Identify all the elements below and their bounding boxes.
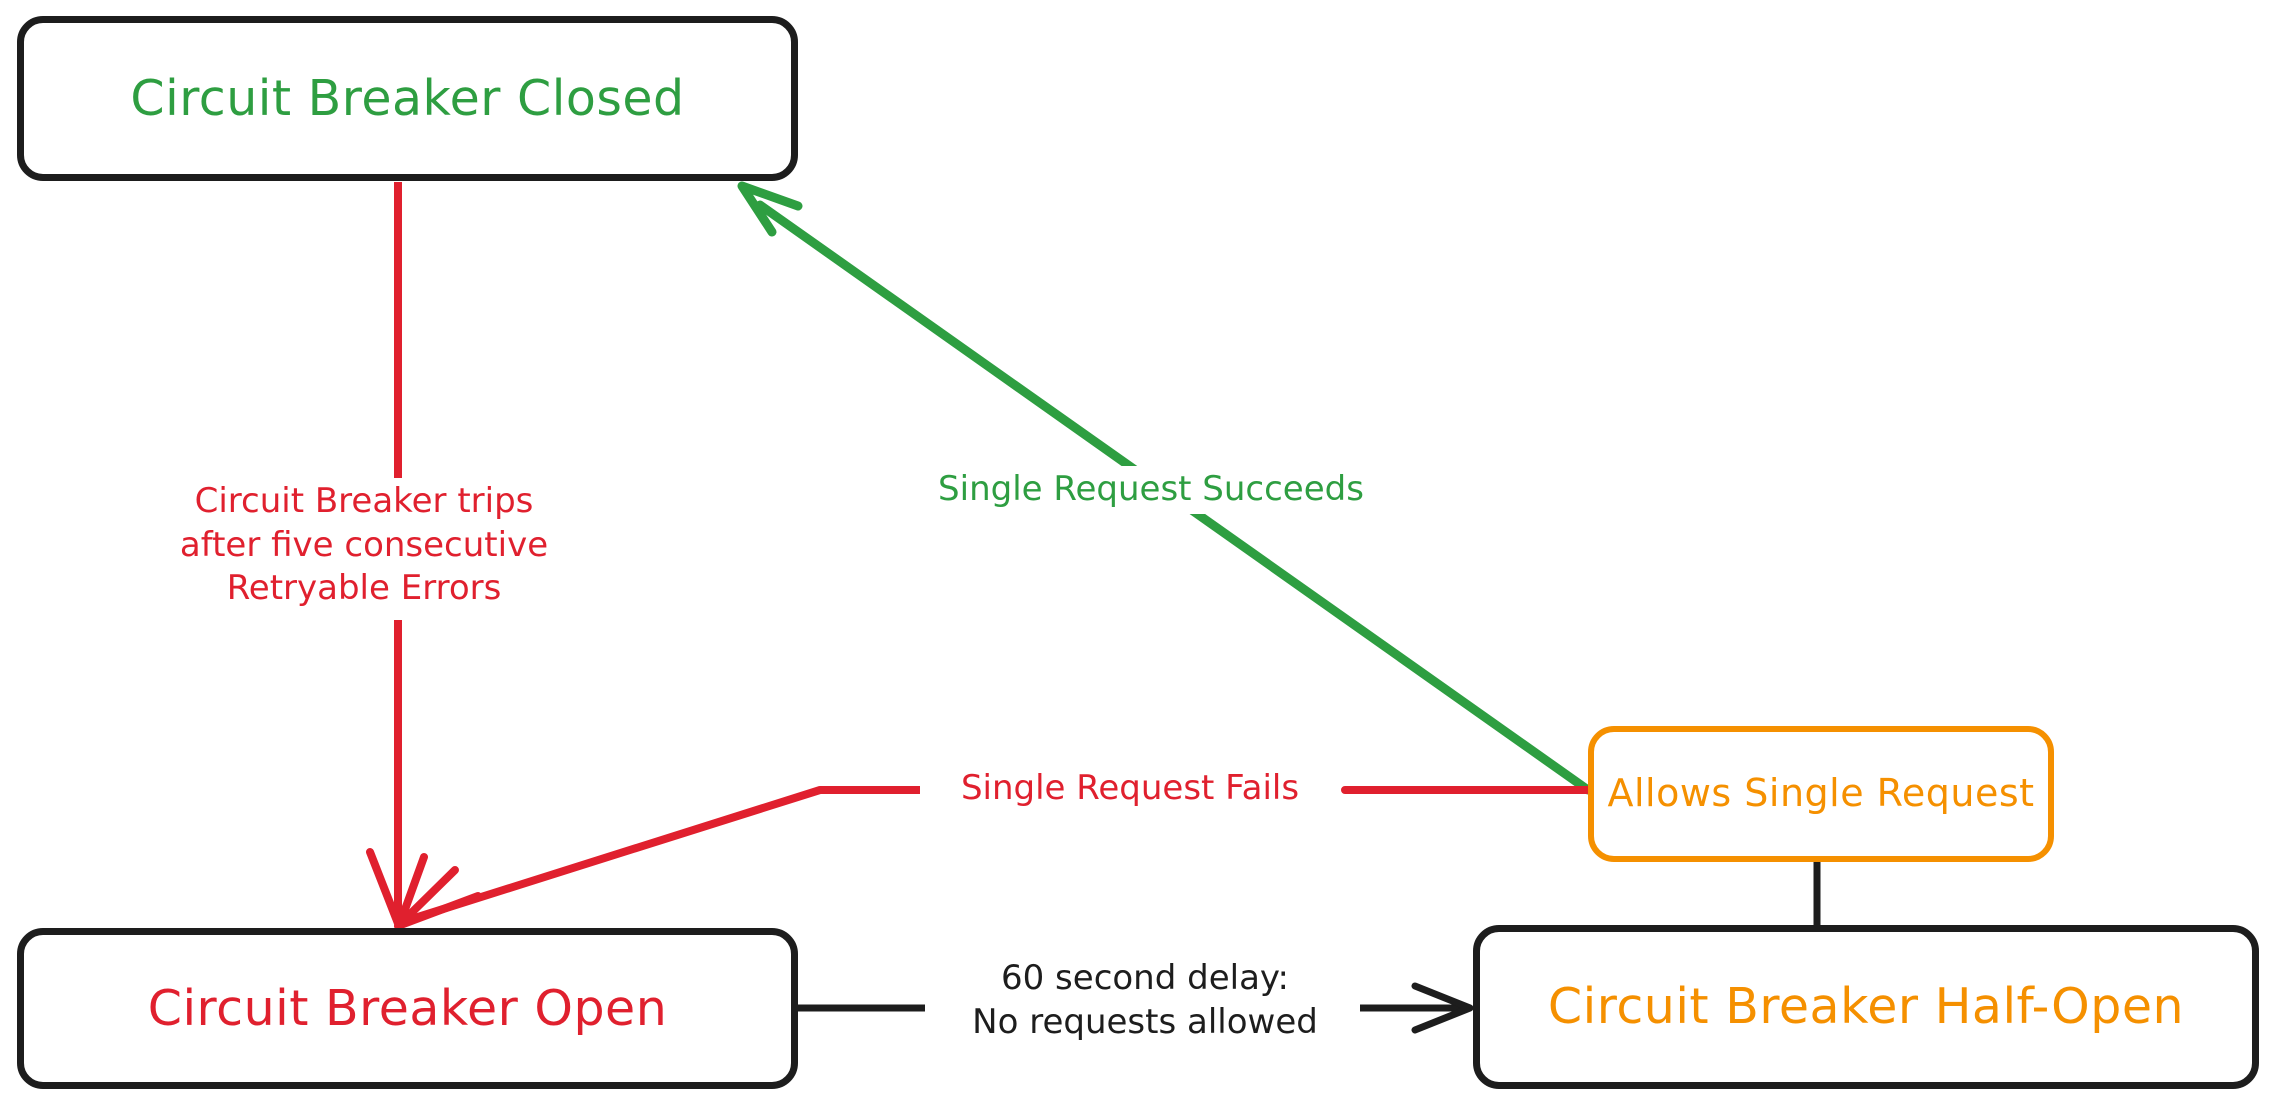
node-label-half-open: Circuit Breaker Half-Open [1547, 978, 2185, 1036]
edge-open-to-half-open [798, 982, 1474, 1034]
node-label-allows-single: Allows Single Request [1607, 771, 2035, 816]
node-label-closed: Circuit Breaker Closed [130, 69, 685, 127]
node-label-open: Circuit Breaker Open [147, 979, 668, 1037]
node-allows-single-request[interactable]: Allows Single Request [1588, 726, 2054, 862]
edge-label-sixty-second-delay: 60 second delay: No requests allowed [930, 955, 1360, 1047]
edge-label-single-request-fails: Single Request Fails [920, 765, 1340, 813]
node-circuit-breaker-half-open[interactable]: Circuit Breaker Half-Open [1473, 925, 2259, 1089]
edge-label-circuit-breaker-trips: Circuit Breaker trips after five consecu… [148, 478, 580, 613]
node-circuit-breaker-open[interactable]: Circuit Breaker Open [17, 928, 798, 1089]
node-circuit-breaker-closed[interactable]: Circuit Breaker Closed [17, 16, 798, 181]
edge-label-single-request-succeeds: Single Request Succeeds [896, 466, 1406, 514]
